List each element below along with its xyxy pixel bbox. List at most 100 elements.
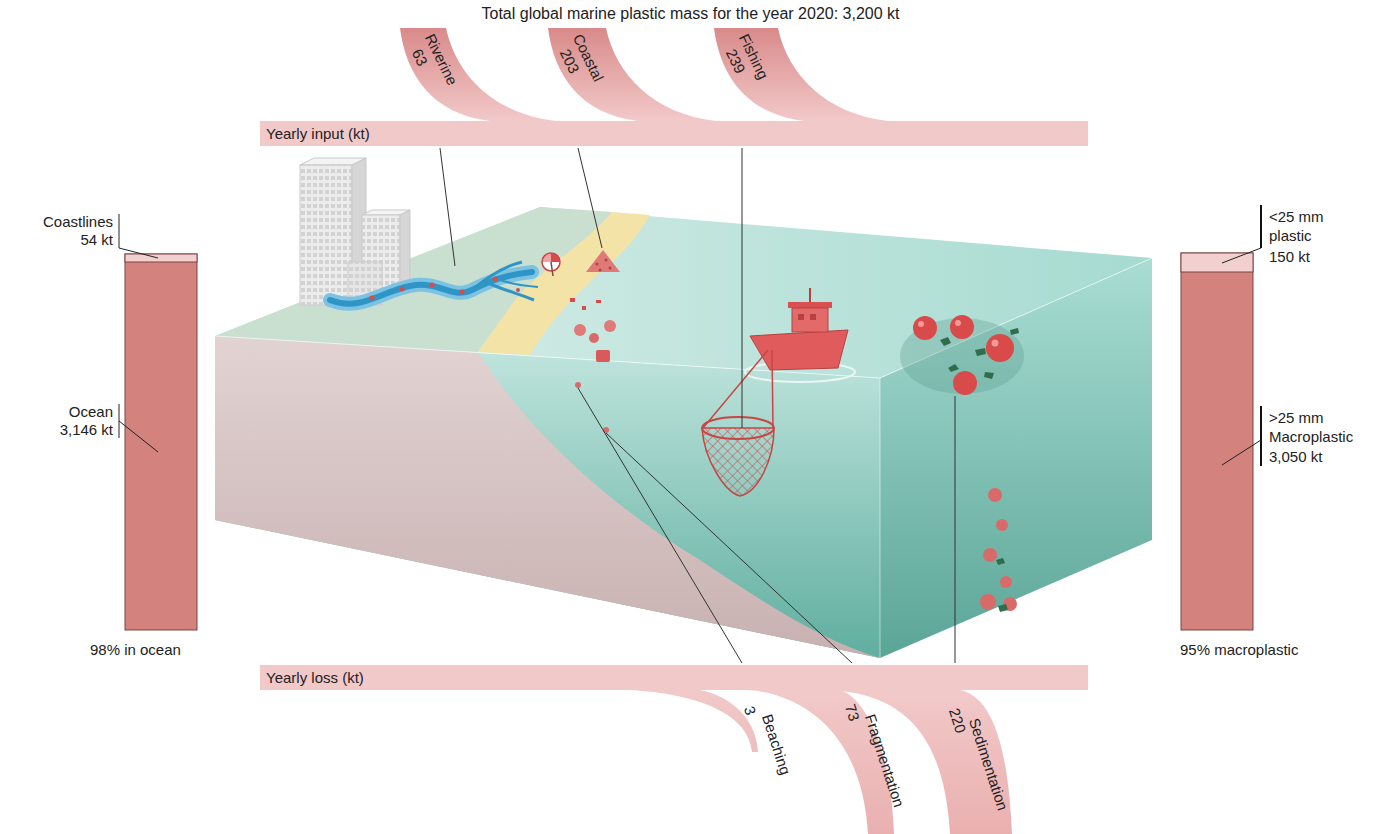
- river: [460, 290, 465, 295]
- city-buildings: [300, 165, 352, 305]
- beach-debris: [596, 350, 610, 362]
- fishing-vessel: [702, 417, 774, 439]
- fishing-vessel: [809, 288, 811, 302]
- size-class: >25 mm Macroplastic: [1269, 408, 1365, 446]
- loss-band: Yearly loss (kt): [260, 665, 1088, 690]
- bar-brackets: [1222, 248, 1261, 263]
- floating-debris: [948, 364, 959, 372]
- floating-debris: [900, 315, 1024, 395]
- beach-debris: [596, 263, 599, 266]
- loss-streams: [830, 690, 1012, 834]
- city-buildings: [400, 210, 410, 288]
- ocean-block: [880, 378, 881, 658]
- sinking-particles: [996, 558, 1005, 565]
- river: [500, 280, 538, 287]
- beach-debris: [589, 333, 599, 343]
- leader-lines: [578, 148, 602, 248]
- mass-value: 150 kt: [1269, 248, 1310, 265]
- ocean-block: [215, 207, 1152, 658]
- floating-debris: [950, 315, 974, 339]
- floating-debris: [1010, 328, 1019, 335]
- river: [400, 287, 405, 292]
- fishing-vessel: [772, 350, 773, 428]
- input-band: Yearly input (kt): [260, 121, 1088, 146]
- beach-debris: [609, 267, 612, 270]
- bar-brackets: [1222, 440, 1261, 465]
- size-bar: [1181, 253, 1253, 272]
- bar-caption: 98% in ocean: [90, 641, 181, 658]
- beach-debris: [551, 253, 560, 262]
- figure-title: Total global marine plastic mass for the…: [0, 4, 1381, 23]
- floating-debris: [975, 348, 986, 356]
- input-streams: [714, 28, 888, 121]
- leader-lines: [440, 148, 455, 266]
- city-buildings: [300, 165, 352, 305]
- fishing-vessel: [792, 308, 828, 332]
- floating-debris: [986, 334, 1014, 362]
- ocean-block: [215, 336, 880, 658]
- beach-debris: [575, 382, 581, 388]
- floating-debris: [955, 320, 961, 326]
- input-streams: [548, 28, 716, 121]
- location-bar: [125, 254, 197, 630]
- sinking-particles: [996, 519, 1008, 531]
- mass-value: 3,146 kt: [60, 421, 113, 438]
- fishing-vessel: [702, 288, 855, 496]
- river: [370, 296, 375, 301]
- leader-lines: [440, 148, 955, 663]
- loss-streams: [632, 690, 758, 752]
- floating-debris: [918, 321, 924, 327]
- floating-debris: [913, 316, 937, 340]
- leader-lines: [578, 388, 742, 663]
- loss-streams: [632, 690, 1012, 834]
- leader-lines: [955, 396, 956, 663]
- mass-value: 3,050 kt: [1269, 448, 1322, 465]
- band-label: Yearly loss (kt): [260, 665, 1088, 690]
- size-bar: [1181, 253, 1253, 630]
- ocean-block: [215, 336, 880, 658]
- sinking-particles: [980, 594, 996, 610]
- sinking-particles: [980, 488, 1017, 612]
- beach-debris: [586, 250, 620, 272]
- beach-debris: [570, 298, 575, 302]
- sinking-particles: [988, 488, 1002, 502]
- location-bar: [125, 254, 197, 262]
- input-streams: [400, 28, 556, 121]
- beach-debris: [605, 259, 608, 262]
- floating-debris: [992, 340, 999, 347]
- stream-name: Beaching: [759, 712, 795, 777]
- bar-brackets: [1260, 406, 1262, 466]
- floating-debris: [984, 372, 994, 379]
- compartment-name: Ocean: [69, 403, 113, 420]
- input-streams: [400, 28, 888, 121]
- bar-brackets: [1260, 205, 1262, 248]
- river: [516, 288, 520, 292]
- fishing-vessel: [798, 314, 804, 320]
- beach-debris: [574, 324, 586, 336]
- bar-brackets: [119, 214, 120, 248]
- fishing-vessel: [788, 302, 832, 308]
- floating-debris: [953, 371, 977, 395]
- beach-debris: [599, 269, 602, 272]
- river: [430, 283, 435, 288]
- band-label: Yearly input (kt): [260, 121, 1088, 146]
- fishing-vessel: [810, 314, 816, 320]
- beach-debris: [542, 250, 620, 433]
- sinking-particles: [983, 548, 997, 562]
- beach-debris: [582, 306, 586, 310]
- river: [493, 277, 498, 282]
- river: [330, 262, 538, 304]
- bar-brackets: [119, 205, 1261, 466]
- bar-caption: 95% macroplastic: [1180, 641, 1298, 658]
- fishing-vessel: [750, 330, 848, 370]
- sinking-particles: [1000, 576, 1012, 588]
- beach-debris: [604, 320, 616, 332]
- sinking-particles: [998, 604, 1008, 612]
- compartment-name: Coastlines: [43, 213, 113, 230]
- bar-brackets: [119, 248, 158, 258]
- mass-value: 54 kt: [80, 231, 113, 248]
- bar-brackets: [119, 421, 158, 452]
- loss-streams: [748, 690, 894, 834]
- size-bar: [1181, 253, 1253, 630]
